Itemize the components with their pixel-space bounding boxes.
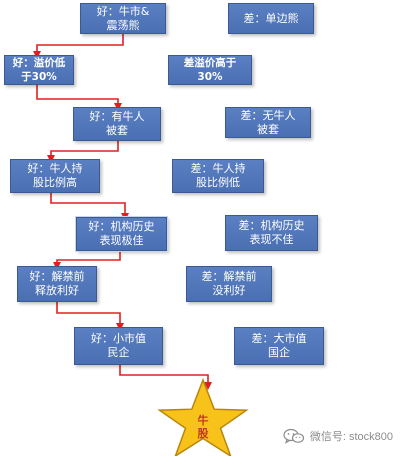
- good-condition-7: 好：小市值 民企: [74, 327, 163, 365]
- arrow-step-5-to-6: [53, 251, 121, 270]
- arrow-step-7-to-star: [119, 365, 212, 390]
- bad-condition-6: 差：解禁前 没利好: [186, 266, 272, 302]
- good-condition-3: 好：有牛人 被套: [73, 107, 161, 141]
- bad-condition-1: 差：单边熊: [228, 3, 314, 34]
- arrow-step-2-to-3: [36, 85, 122, 111]
- good-condition-2: 好：溢价低 于30%: [4, 55, 74, 85]
- wechat-icon: [283, 428, 305, 444]
- good-condition-5: 好：机构历史 表现极佳: [76, 217, 167, 251]
- bad-condition-2: 差溢价高于 30%: [168, 55, 252, 85]
- good-condition-1: 好：牛市& 震荡熊: [80, 3, 166, 34]
- watermark-text: 微信号: stock800: [309, 431, 393, 443]
- arrow-step-6-to-7: [56, 302, 124, 331]
- good-condition-6: 好：解禁前 释放利好: [17, 266, 97, 302]
- star-label: 牛 股: [197, 414, 209, 440]
- bad-condition-7: 差：大市值 国企: [234, 327, 324, 365]
- bad-condition-5: 差：机构历史 表现不佳: [225, 215, 318, 251]
- bad-condition-3: 差：无牛人 被套: [225, 107, 311, 138]
- wechat-watermark: 微信号: stock800: [283, 428, 393, 444]
- star-shape: [157, 377, 249, 456]
- arrow-step-4-to-5: [50, 193, 129, 221]
- arrow-step-3-to-4: [47, 141, 119, 163]
- arrow-step-1-to-2: [33, 34, 124, 59]
- bad-condition-4: 差：牛人持 股比例低: [172, 159, 264, 193]
- good-condition-4: 好：牛人持 股比例高: [10, 159, 100, 193]
